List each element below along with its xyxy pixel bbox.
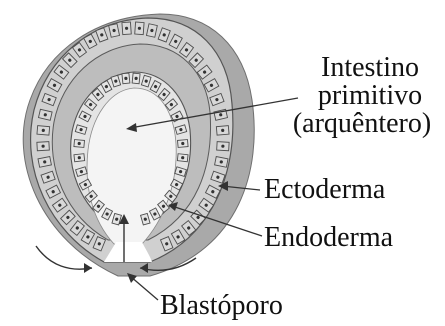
label-endoderma: Endoderma: [264, 222, 394, 253]
label-primitivo: primitivo: [318, 80, 422, 111]
ectoderm-cell: [37, 126, 50, 135]
endoderm-cell: [178, 140, 189, 148]
ectoderm-cell: [135, 22, 144, 35]
ectoderm-cell: [216, 126, 229, 135]
endoderm-cell: [122, 73, 130, 84]
label-arquentero: (arquêntero): [293, 108, 431, 139]
ectoderm-cell: [217, 142, 229, 151]
ectoderm-cell: [122, 22, 131, 35]
blastoporo-leader: [130, 276, 158, 300]
endoderm-cell: [74, 154, 85, 162]
ectoderm-cell: [38, 157, 51, 168]
left-involution-arrowhead: [84, 263, 92, 273]
ectoderm-cell: [37, 142, 49, 151]
endoderm-cell: [177, 154, 188, 162]
label-blastoporo: Blastóporo: [160, 290, 283, 321]
ectoderm-cell: [215, 157, 228, 168]
label-ectoderma: Ectoderma: [264, 174, 386, 205]
endoderm-cell: [74, 140, 85, 148]
endoderm-cell: [132, 73, 140, 84]
label-intestino: Intestino: [321, 52, 419, 83]
